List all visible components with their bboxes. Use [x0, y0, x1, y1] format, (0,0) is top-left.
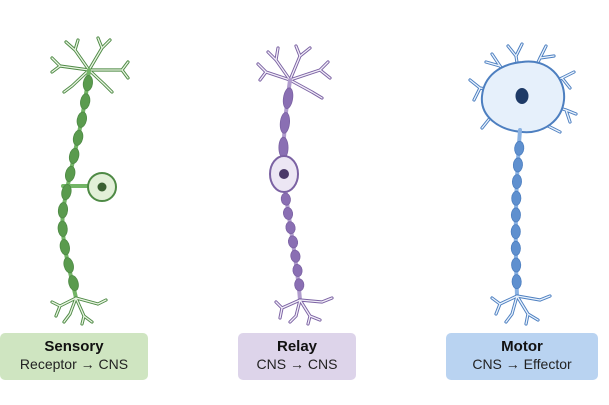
relay-dendrites — [256, 44, 332, 100]
sensory-myelin-segment — [61, 184, 72, 201]
sensory-myelin-segment — [80, 93, 91, 110]
sensory-myelin-segment — [76, 111, 87, 128]
motor-axon-terminals — [490, 294, 552, 326]
sensory-axon-terminals — [50, 296, 108, 326]
motor-nucleus — [515, 88, 529, 104]
motor-myelin-segment — [510, 224, 521, 240]
relay-neuron — [256, 44, 334, 326]
motor-myelin-segment — [511, 190, 522, 206]
relay-myelin-sheaths — [278, 87, 294, 159]
relay-pathway: CNS → CNS — [256, 356, 338, 372]
relay-myelin-segment — [280, 192, 291, 206]
sensory-myelin-sheaths — [57, 75, 93, 292]
motor-label-box: Motor CNS → Effector — [446, 333, 598, 380]
sensory-neuron — [50, 36, 130, 326]
motor-myelin-segment — [511, 274, 522, 290]
sensory-title: Sensory — [44, 338, 104, 355]
motor-myelin-sheaths — [510, 140, 525, 290]
relay-myelin-segment — [290, 249, 301, 263]
sensory-myelin-segment — [68, 275, 79, 292]
relay-myelin-segment — [287, 235, 299, 249]
relay-myelin-segment — [282, 87, 294, 109]
relay-label-box: Relay CNS → CNS — [238, 333, 356, 380]
sensory-nucleus — [97, 182, 107, 192]
motor-myelin-segment — [511, 257, 522, 273]
sensory-myelin-segment — [82, 75, 93, 92]
sensory-myelin-segment — [57, 202, 69, 219]
relay-myelin-segment — [285, 221, 296, 235]
motor-neuron — [468, 42, 578, 326]
sensory-myelin-segment — [59, 239, 70, 256]
motor-pathway: CNS → Effector — [472, 356, 572, 372]
sensory-myelin-segment — [57, 220, 68, 237]
motor-title: Motor — [501, 338, 543, 355]
sensory-myelin-segment — [63, 257, 74, 274]
relay-myelin-segment — [292, 264, 303, 277]
relay-myelin-sheaths-lower — [280, 192, 305, 292]
sensory-myelin-segment — [72, 129, 84, 146]
motor-myelin-segment — [510, 240, 521, 256]
sensory-label-box: Sensory Receptor → CNS — [0, 333, 148, 380]
relay-axon-terminals — [274, 296, 334, 326]
sensory-myelin-segment — [65, 165, 76, 183]
relay-title: Relay — [276, 338, 318, 355]
motor-myelin-segment — [512, 157, 523, 173]
relay-myelin-segment — [279, 112, 291, 134]
sensory-myelin-segment — [68, 147, 80, 164]
relay-myelin-segment — [282, 207, 294, 220]
sensory-pathway: Receptor → CNS — [19, 356, 129, 372]
motor-myelin-segment — [511, 174, 522, 189]
motor-myelin-segment — [510, 207, 521, 223]
sensory-dendrites — [50, 36, 130, 94]
relay-myelin-segment — [294, 278, 305, 292]
relay-myelin-segment — [278, 136, 289, 159]
relay-nucleus — [279, 169, 289, 179]
motor-myelin-segment — [514, 140, 525, 156]
